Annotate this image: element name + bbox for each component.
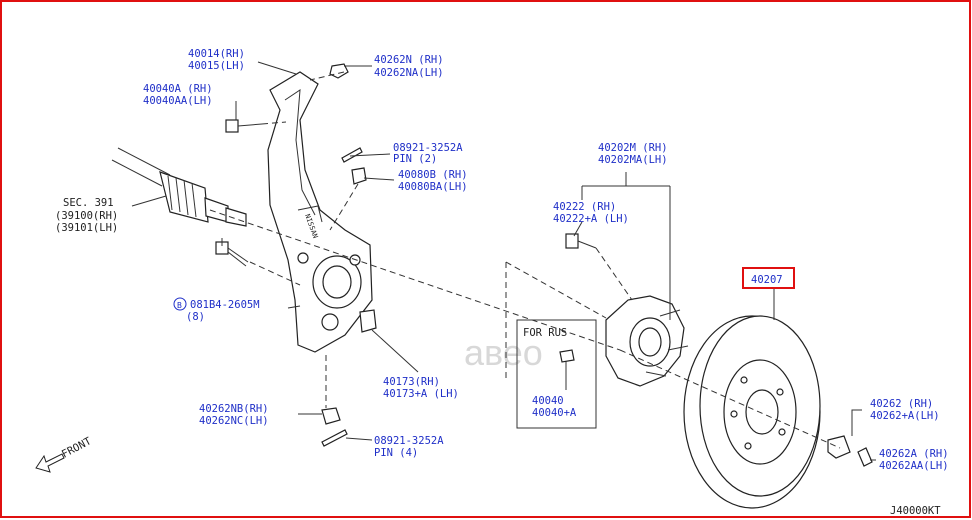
cotter-pin-2 — [341, 147, 363, 163]
for-rus-title: FOR RUS — [523, 327, 567, 339]
front-arrow-icon — [35, 453, 65, 473]
label-08921-a[interactable]: 08921-3252A — [393, 142, 463, 154]
axis-line — [209, 209, 621, 351]
bushing-40173 — [359, 309, 377, 333]
hub-bearing — [605, 295, 689, 387]
cotter-pin-4 — [321, 429, 348, 447]
label-40207[interactable]: 40207 — [751, 274, 783, 286]
front-label: FRONT — [60, 435, 94, 461]
label-40173[interactable]: 40173(RH) — [383, 376, 440, 388]
label-40222[interactable]: 40222 (RH) — [553, 201, 616, 213]
label-40262[interactable]: 40262 (RH) — [870, 398, 933, 410]
highlight-box-40207[interactable] — [742, 267, 795, 289]
for-rus-line1: 40040 — [532, 395, 564, 407]
label-40262n[interactable]: 40262N (RH) — [374, 54, 444, 66]
bolt-circle-letter: B — [177, 301, 182, 310]
label-40202m[interactable]: 40202M (RH) — [598, 142, 668, 154]
watermark: авео — [464, 332, 543, 373]
label-40262-a[interactable]: 40262+A(LH) — [870, 410, 940, 422]
label-40014[interactable]: 40014(RH) — [188, 48, 245, 60]
label-40080b[interactable]: 40080B (RH) — [398, 169, 468, 181]
label-40222a[interactable]: 40222+A (LH) — [553, 213, 629, 225]
label-39101: (39101(LH) — [55, 222, 118, 234]
label-081b4[interactable]: 081B4-2605M — [190, 299, 260, 311]
bolt-081b4 — [215, 241, 249, 267]
for-rus-box — [516, 319, 597, 429]
drive-shaft — [111, 147, 247, 227]
label-40262na[interactable]: 40262NA(LH) — [374, 67, 444, 79]
label-pin-4[interactable]: PIN (4) — [374, 447, 418, 459]
hub-nut-40262 — [827, 435, 851, 459]
leader-lines — [131, 61, 876, 461]
label-40262aa-lh[interactable]: 40262AA(LH) — [879, 460, 949, 472]
label-40080ba[interactable]: 40080BA(LH) — [398, 181, 468, 193]
nut-40262n — [329, 63, 349, 79]
label-pin-2[interactable]: PIN (2) — [393, 153, 437, 165]
diagram-id: J40000KT — [890, 505, 941, 517]
label-40202ma[interactable]: 40202MA(LH) — [598, 154, 668, 166]
label-40173a[interactable]: 40173+A (LH) — [383, 388, 459, 400]
brake-disc — [683, 315, 821, 509]
cotter-pin-40262a — [857, 447, 873, 467]
label-40262nc[interactable]: 40262NC(LH) — [199, 415, 269, 427]
label-40040a[interactable]: 40040A (RH) — [143, 83, 213, 95]
bolt-circle-marker — [173, 297, 187, 311]
for-rus-line2: 40040+A — [532, 407, 577, 419]
label-40040aa[interactable]: 40040AA(LH) — [143, 95, 213, 107]
hub-bolt-40222 — [565, 233, 597, 249]
label-08921-b[interactable]: 08921-3252A — [374, 435, 444, 447]
label-40262a-rh[interactable]: 40262A (RH) — [879, 448, 949, 460]
label-bolt-qty: (8) — [186, 311, 205, 323]
stud-40040 — [559, 349, 575, 363]
label-40015[interactable]: 40015(LH) — [188, 60, 245, 72]
label-39100: (39100(RH) — [55, 210, 118, 222]
nut-40262nb — [321, 407, 341, 425]
nut-40080b — [351, 167, 367, 185]
label-40262nb[interactable]: 40262NB(RH) — [199, 403, 269, 415]
label-sec-391[interactable]: SEC. 391 — [63, 197, 114, 209]
steering-knuckle: NISSAN — [267, 71, 373, 353]
bolt-40040a — [225, 119, 263, 133]
